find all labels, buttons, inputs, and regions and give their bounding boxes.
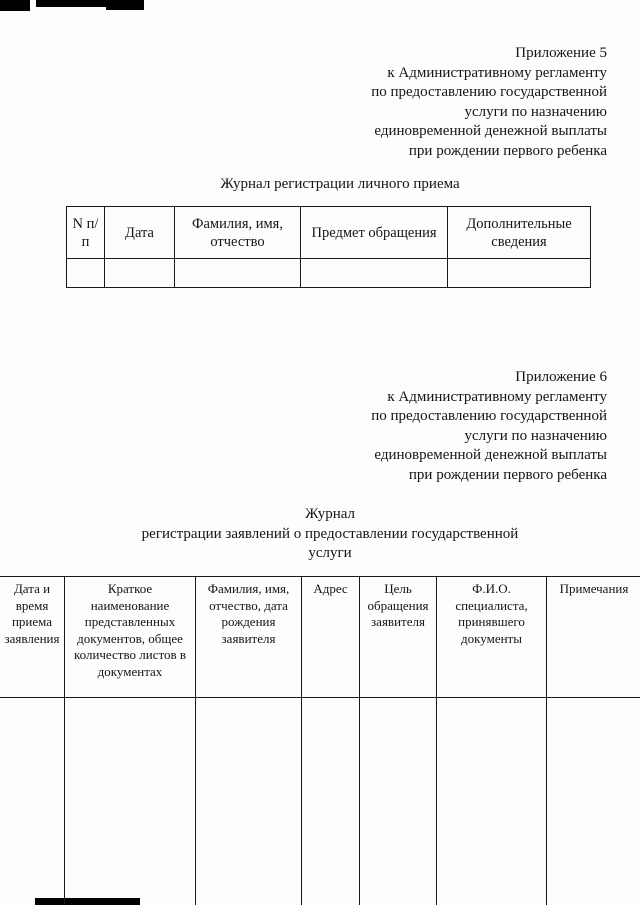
applications-table-empty-row [0,697,640,905]
appendix-6-heading-line-3: по предоставлению государственной [371,408,607,424]
appendix-6-heading: Приложение 6 к Административному регламе… [371,368,607,485]
scan-artifact-top-3 [106,0,144,10]
reception-journal-table: N п/п Дата Фамилия, имя, отчество Предме… [66,206,591,288]
scan-artifact-top-2 [36,0,108,7]
appendix-5-heading-line-6: при рождении первого ребенка [408,142,607,159]
applications-journal-table: Дата и время приема заявления Краткое на… [0,576,640,905]
appendix-6-heading-line-4: услуги по назначению [464,427,607,444]
col-header-date: Дата [104,206,175,259]
col-header-purpose: Цель обращения заявителя [359,576,437,698]
applications-journal-title-line-3: услуги [308,545,352,561]
appendix-5-heading-line-2: к Административному регламенту [387,64,607,81]
appendix-6-heading-line-1: Приложение 6 [515,369,607,385]
appendix-6-heading-line-5: единовременной денежной выплаты [374,447,607,463]
appendix-5-heading-line-3: по предоставлению государственной [371,84,607,100]
empty-cell [546,697,640,905]
col-header-fio: Фамилия, имя, отчество [174,206,301,259]
scan-artifact-top-1 [0,0,30,11]
appendix-5-heading: Приложение 5 к Административному регламе… [371,44,607,161]
col-header-notes: Примечания [546,576,640,698]
reception-table-empty-row [66,258,591,288]
empty-cell [104,258,175,288]
appendix-5-heading-line-5: единовременной денежной выплаты [374,123,607,139]
col-header-documents: Краткое наименование представленных доку… [64,576,196,698]
appendix-5-heading-line-4: услуги по назначению [464,103,607,120]
col-header-additional: Дополнительные сведения [447,206,591,259]
col-header-date-time: Дата и время приема заявления [0,576,65,698]
col-header-address: Адрес [301,576,360,698]
applications-table-header-row: Дата и время приема заявления Краткое на… [0,576,640,698]
applications-journal-title-line-2: регистрации заявлений о предоставлении г… [141,525,519,542]
empty-cell [436,697,547,905]
appendix-6-heading-line-2: к Административному регламенту [387,388,607,405]
empty-cell [0,697,65,905]
empty-cell [300,258,448,288]
col-header-applicant-fio: Фамилия, имя, отчество, дата рождения за… [195,576,302,698]
col-header-number: N п/п [66,206,105,259]
empty-cell [66,258,105,288]
empty-cell [447,258,591,288]
reception-journal-title: Журнал регистрации личного приема [220,176,460,192]
empty-cell [174,258,301,288]
empty-cell [359,697,437,905]
applications-journal-title-line-1: Журнал [304,506,355,522]
reception-table-header-row: N п/п Дата Фамилия, имя, отчество Предме… [66,206,591,259]
appendix-6-heading-line-6: при рождении первого ребенка [408,466,607,483]
applications-journal-title: Журнал регистрации заявлений о предостав… [10,505,640,564]
appendix-5-heading-line-1: Приложение 5 [515,45,607,61]
empty-cell [301,697,360,905]
col-header-subject: Предмет обращения [300,206,448,259]
col-header-specialist: Ф.И.О. специалиста, принявшего документы [436,576,547,698]
empty-cell [195,697,302,905]
empty-cell [64,697,196,905]
